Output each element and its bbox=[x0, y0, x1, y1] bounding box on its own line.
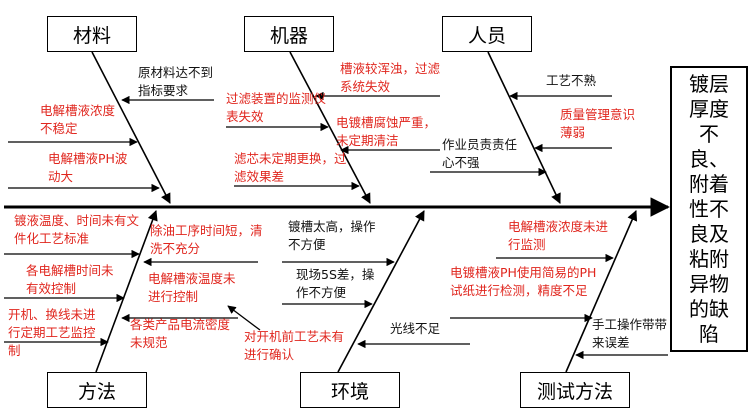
category-materials: 材料 bbox=[47, 16, 137, 52]
cause-label: 电解槽液温度未进行控制 bbox=[148, 271, 236, 304]
cause-label: 开机、换线未进行定期工艺监控制 bbox=[8, 307, 96, 358]
cause-label: 工艺不熟 bbox=[546, 73, 597, 88]
category-environment: 环境 bbox=[300, 372, 400, 408]
cause-label: 电解槽液浓度不稳定 bbox=[40, 103, 116, 136]
cause-label: 各类产品电流密度未规范 bbox=[130, 317, 231, 350]
sub-bone bbox=[227, 305, 261, 331]
cause-label: 作业员责责任心不强 bbox=[442, 137, 518, 170]
cause-label: 除油工序时间短，清洗不充分 bbox=[150, 223, 263, 256]
bone-environment bbox=[337, 210, 425, 373]
category-machines: 机器 bbox=[244, 16, 334, 52]
cause-label: 现场5S差，操作不方便 bbox=[296, 267, 375, 300]
category-methods: 方法 bbox=[47, 372, 147, 408]
cause-label: 电镀槽腐蚀严重，未定期清洁 bbox=[336, 115, 437, 148]
cause-label: 原材料达不到指标要求 bbox=[138, 65, 214, 98]
cause-label: 对开机前工艺未有进行确认 bbox=[244, 329, 345, 362]
cause-label: 电镀槽液PH使用简易的PH试纸进行检测，精度不足 bbox=[450, 265, 597, 298]
effect-box: 镀层厚度不良、附着性不良及粘附异物的缺陷 bbox=[670, 66, 748, 352]
bone-machines bbox=[289, 51, 371, 204]
bone-people bbox=[487, 51, 561, 204]
cause-label: 电解槽液PH波动大 bbox=[48, 151, 128, 184]
cause-label: 电解槽液浓度未进行监测 bbox=[508, 219, 609, 252]
cause-label: 质量管理意识薄弱 bbox=[560, 107, 636, 140]
cause-label: 各电解槽时间未有效控制 bbox=[26, 263, 114, 296]
effect-text: 镀层厚度不良、附着性不良及粘附异物的缺陷 bbox=[689, 71, 729, 346]
cause-label: 槽液较浑浊，过滤系统失效 bbox=[340, 61, 441, 94]
cause-label: 光线不足 bbox=[390, 321, 441, 336]
bone-measurement bbox=[565, 210, 638, 373]
cause-label: 手工操作带带来误差 bbox=[592, 317, 668, 350]
cause-label: 镀液温度、时间未有文件化工艺标准 bbox=[14, 213, 140, 246]
cause-label: 镀槽太高，操作不方便 bbox=[288, 219, 376, 252]
category-people: 人员 bbox=[442, 16, 532, 52]
cause-label: 过滤装置的监测仪表失效 bbox=[226, 91, 327, 124]
category-measurement: 测试方法 bbox=[520, 372, 630, 408]
cause-label: 滤芯未定期更换，过滤效果差 bbox=[234, 151, 347, 184]
bone-materials bbox=[91, 51, 171, 204]
